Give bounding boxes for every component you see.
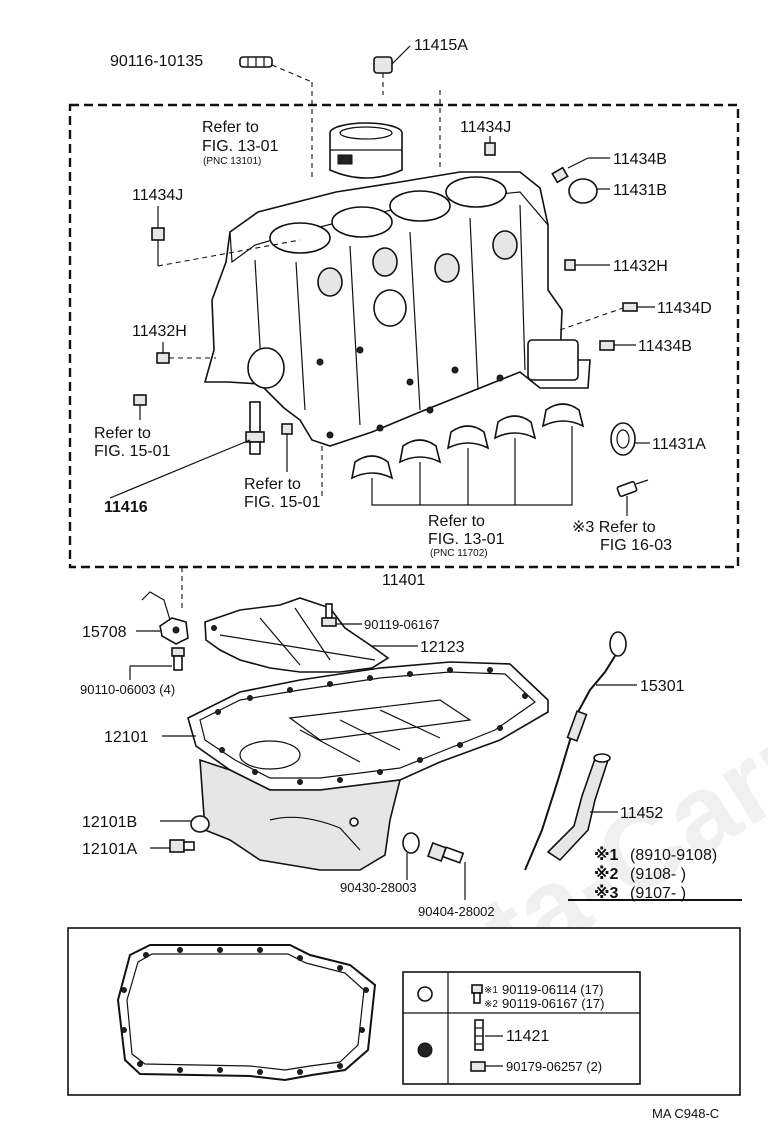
label-11452: 11452 — [620, 805, 663, 822]
label-90430-28003: 90430-28003 — [340, 880, 417, 895]
label-11431B: 11431B — [613, 182, 667, 199]
plug-11434D — [622, 302, 638, 312]
oil-pan-gasket-seal-outline — [116, 944, 377, 1082]
legend-bolt-icon — [471, 984, 483, 1004]
label-refer-bearing-1: Refer to — [428, 513, 485, 530]
label-15708: 15708 — [82, 624, 127, 641]
seal-11431B — [568, 178, 598, 204]
label-refer-piston-pnc: (PNC 13101) — [203, 156, 261, 167]
gasket-90430-28003 — [402, 832, 420, 854]
label-refer-15-left-2: FIG. 15-01 — [94, 443, 171, 460]
sensor-refer-16-03 — [616, 479, 649, 498]
label-11434B-right: 11434B — [638, 338, 692, 355]
label-refer-bearing-2: FIG. 13-01 — [428, 531, 505, 548]
label-refer-15-mid-1: Refer to — [244, 476, 301, 493]
legend-filled-part: 11421 — [506, 1028, 549, 1045]
block-assembly-frame — [68, 103, 740, 569]
applicability-range: (9107- ) — [630, 885, 686, 902]
sensor-11416 — [245, 401, 265, 455]
cylinder-block-11401 — [203, 171, 591, 447]
applicability-mark: ※2 — [594, 865, 619, 883]
applicability-list: ※1 (8910-9108) ※2 (9108- ) ※3 (9107- ) — [594, 846, 717, 902]
legend-stud-icon — [474, 1019, 484, 1051]
plug-left-refer — [133, 394, 147, 406]
label-90116-10135: 90116-10135 — [110, 53, 203, 70]
footer-code: MA C948-C — [652, 1106, 719, 1121]
plug-11415A — [373, 45, 411, 74]
applicability-range: (8910-9108) — [630, 847, 717, 864]
label-11434J-top: 11434J — [460, 119, 511, 136]
plug-11432H-left — [156, 352, 170, 364]
label-refer-bearing-pnc: (PNC 11702) — [430, 548, 488, 559]
plug-11434B-right — [599, 340, 615, 351]
label-11416: 11416 — [104, 499, 148, 516]
baffle-plate-12123 — [204, 597, 390, 673]
label-15301: 15301 — [640, 678, 685, 695]
plug-11434B-top — [551, 166, 569, 184]
label-90119-06167: 90119-06167 — [364, 617, 440, 632]
plug-11434J-top — [484, 142, 496, 156]
drain-plug-12101A — [169, 839, 195, 853]
label-refer-piston-1: Refer to — [202, 119, 259, 136]
legend-nut-icon — [470, 1061, 486, 1072]
applicability-mark: ※3 — [594, 884, 619, 902]
legend-filled-circle-icon — [417, 1042, 433, 1058]
label-refer-15-mid-2: FIG. 15-01 — [244, 494, 321, 511]
oil-pan-12101 — [187, 661, 549, 871]
label-12101B: 12101B — [82, 814, 137, 831]
plug-90404-28002 — [427, 842, 465, 864]
legend-box — [402, 971, 641, 1085]
seal-11431A — [610, 422, 636, 456]
plug-mid-refer — [281, 423, 293, 435]
label-refer-16-1: ※3 Refer to — [572, 519, 656, 536]
label-refer-16-2: FIG 16-03 — [600, 537, 672, 554]
gasket-12101B — [190, 815, 210, 833]
plug-11432H-right — [564, 259, 576, 271]
plug-11434J-left — [151, 227, 165, 241]
legend-open-part: 90119-06167 (17) — [502, 996, 604, 1011]
label-11415A: 11415A — [414, 37, 468, 54]
legend-open-part: 90119-06114 (17) — [502, 982, 603, 997]
dipstick-15301 — [524, 631, 627, 871]
label-refer-piston-2: FIG. 13-01 — [202, 138, 279, 155]
legend-open-circle-icon — [417, 986, 433, 1002]
label-11431A: 11431A — [652, 436, 706, 453]
bolt-90110-06003 — [171, 647, 185, 671]
label-12101: 12101 — [104, 729, 149, 746]
label-12123: 12123 — [420, 639, 465, 656]
dipstick-guide-11452 — [546, 753, 611, 862]
label-12101A: 12101A — [82, 841, 137, 858]
applicability-mark: ※1 — [594, 846, 619, 864]
label-11434D: 11434D — [657, 300, 712, 317]
bolt-90119-06167 — [321, 603, 337, 627]
label-11432H-left: 11432H — [132, 323, 187, 340]
legend-rows: ※1 90119-06114 (17) ※2 90119-06167 (17) 1142… — [484, 982, 604, 1074]
label-11434J-left: 11434J — [132, 187, 183, 204]
main-bearings — [350, 403, 585, 480]
label-11432H-right: 11432H — [613, 258, 668, 275]
label-11401: 11401 — [382, 572, 425, 589]
label-refer-15-left-1: Refer to — [94, 425, 151, 442]
legend-open-mark: ※2 — [484, 999, 498, 1010]
bolt-90116-10135 — [239, 56, 273, 68]
piston-reference-drawing — [329, 122, 403, 179]
label-90110-06003: 90110-06003 (4) — [80, 682, 175, 697]
bracket-15708 — [141, 591, 189, 645]
label-90404-28002: 90404-28002 — [418, 904, 495, 919]
legend-filled-part: 90179-06257 (2) — [506, 1059, 602, 1074]
legend-open-mark: ※1 — [484, 985, 498, 996]
label-11434B-top: 11434B — [613, 151, 667, 168]
applicability-range: (9108- ) — [630, 866, 686, 883]
